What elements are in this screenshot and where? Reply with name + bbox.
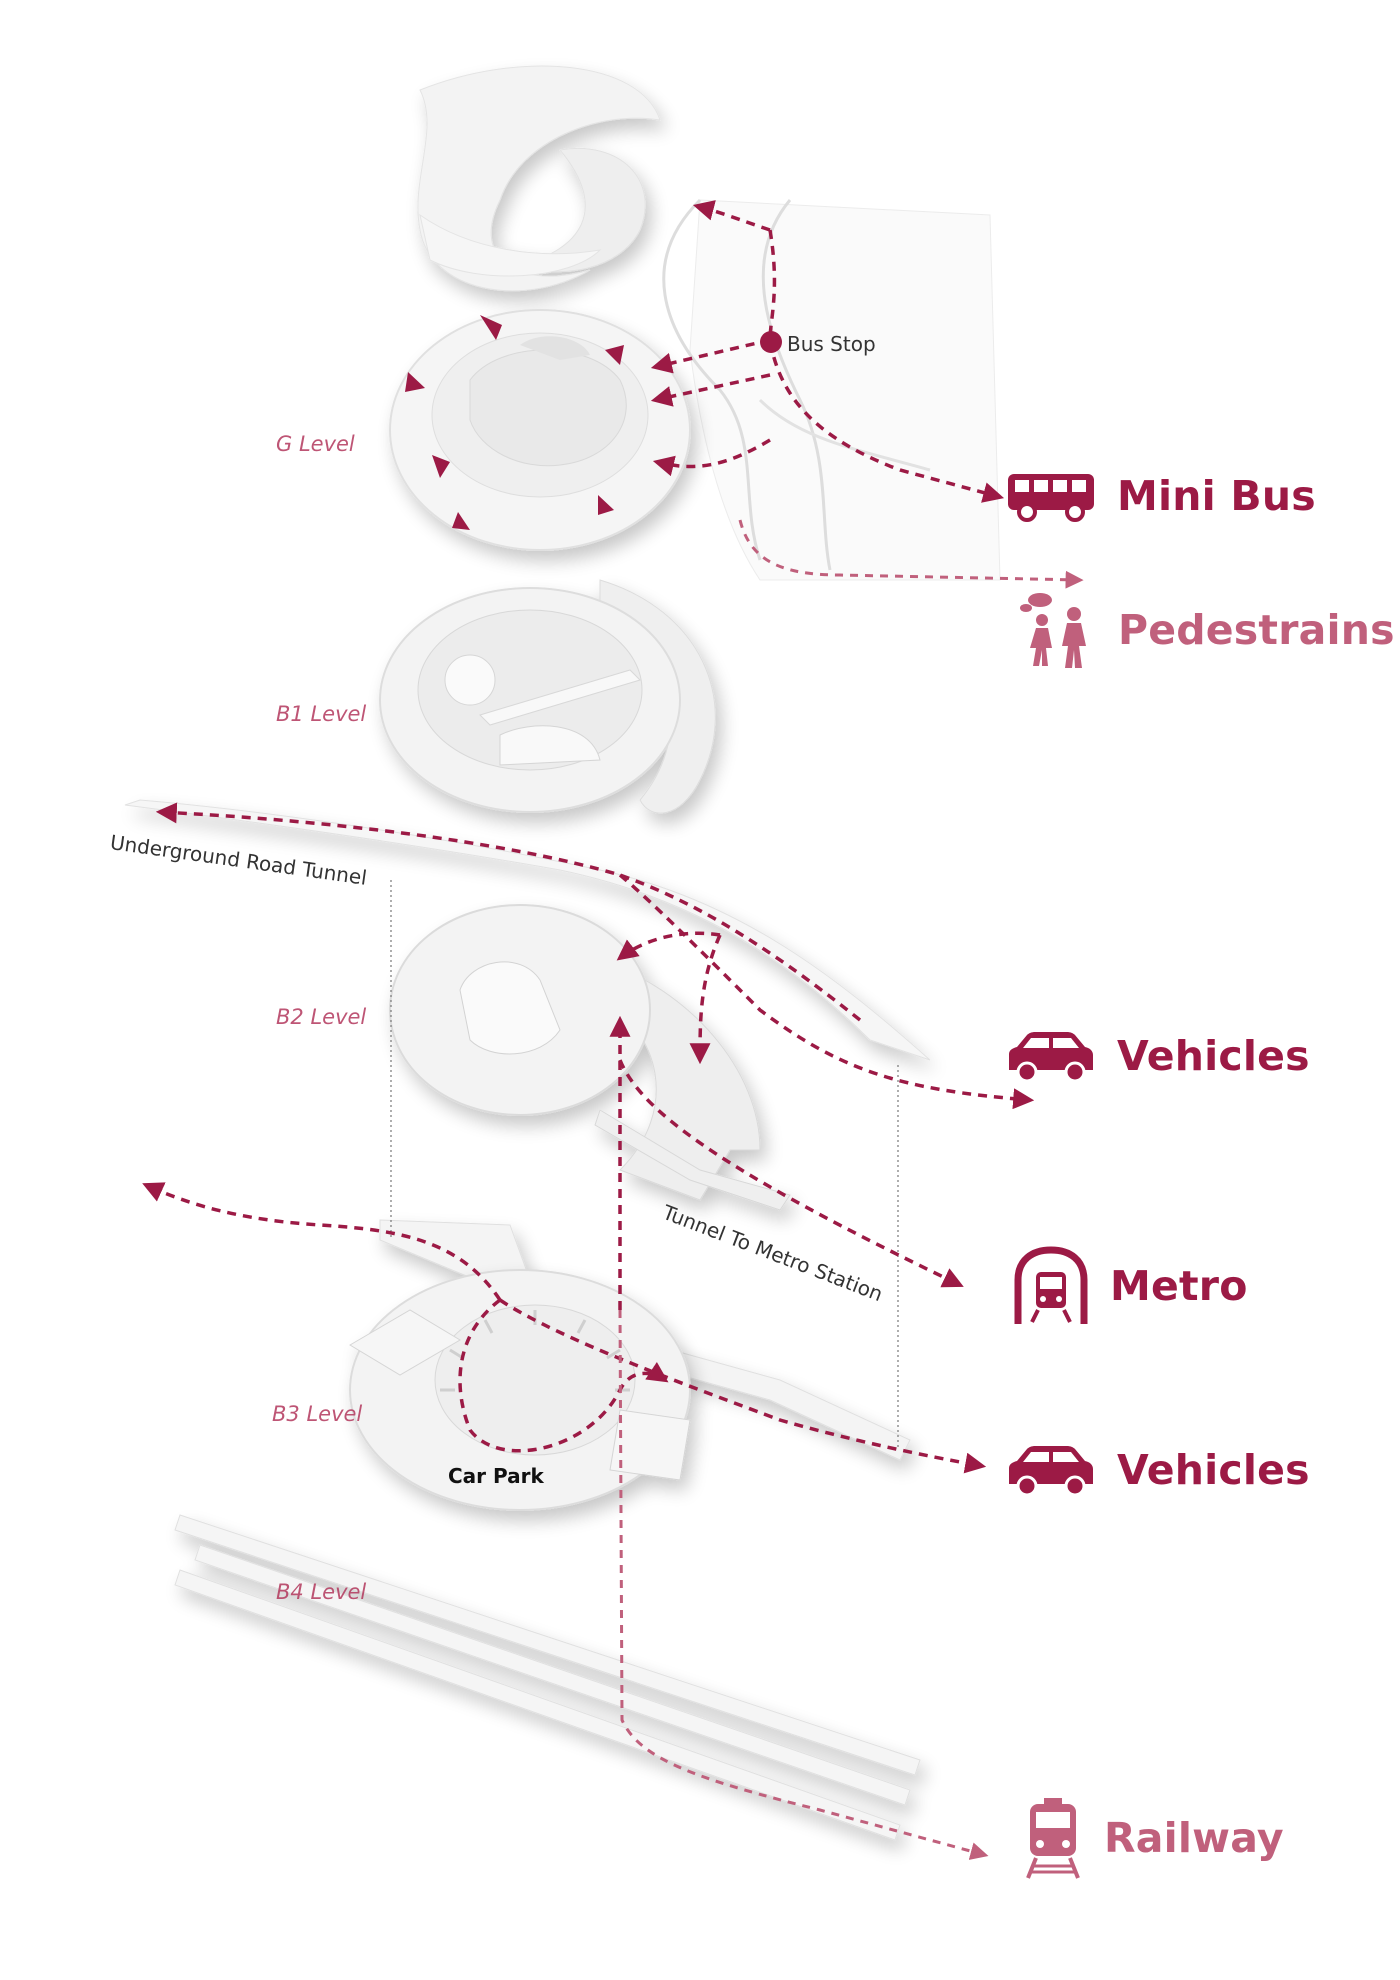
legend-pedestrians-label: Pedestrains — [1118, 606, 1395, 654]
legend-vehicles-b2: Vehicles — [1005, 1030, 1310, 1082]
route-minibus — [650, 200, 1005, 503]
legend-minibus-label: Mini Bus — [1117, 472, 1316, 520]
car-park-label: Car Park — [448, 1464, 544, 1488]
legend-pedestrians: Pedestrains — [1012, 590, 1395, 670]
legend-railway-label: Railway — [1104, 1814, 1284, 1862]
b2-level-slab — [389, 904, 791, 1211]
b3-parking-ticks — [440, 1310, 630, 1392]
route-vehicles-b3 — [142, 1182, 987, 1474]
b3-level-label: B3 Level — [272, 1402, 363, 1426]
minibus-icon — [1008, 474, 1094, 522]
roof-canopy — [417, 65, 661, 292]
legend-metro-label: Metro — [1110, 1262, 1248, 1310]
b2-level-label: B2 Level — [276, 1005, 367, 1029]
route-vehicles-b2 — [155, 802, 1035, 1110]
g-level-entrance-markers — [405, 315, 624, 530]
legend-vehicles-b2-label: Vehicles — [1117, 1032, 1310, 1080]
pedestrians-icon — [1020, 593, 1086, 668]
bus-stop-marker — [760, 331, 782, 353]
legend-vehicles-b3: Vehicles — [1005, 1444, 1310, 1496]
g-level-slab — [389, 309, 691, 551]
train-icon — [1026, 1798, 1080, 1879]
legend-minibus: Mini Bus — [1005, 470, 1316, 522]
b1-level-label: B1 Level — [276, 702, 367, 726]
car-icon — [1009, 1446, 1093, 1496]
legend-metro: Metro — [1012, 1246, 1248, 1326]
metro-icon — [1014, 1246, 1088, 1324]
b4-level-label: B4 Level — [276, 1580, 367, 1604]
legend-vehicles-b3-label: Vehicles — [1117, 1446, 1310, 1494]
street-terrain — [662, 198, 1001, 581]
car-icon — [1009, 1032, 1093, 1082]
b3-level-slab — [349, 1269, 691, 1511]
route-railway — [618, 1309, 989, 1860]
b4-level-tracks — [174, 1514, 921, 1841]
route-metro — [609, 1015, 964, 1310]
g-level-label: G Level — [276, 432, 355, 456]
b1-level-slab — [379, 579, 716, 814]
legend-railway: Railway — [1022, 1796, 1284, 1880]
bus-stop-label: Bus Stop — [787, 332, 876, 356]
b2-connector-lines — [390, 880, 899, 1450]
